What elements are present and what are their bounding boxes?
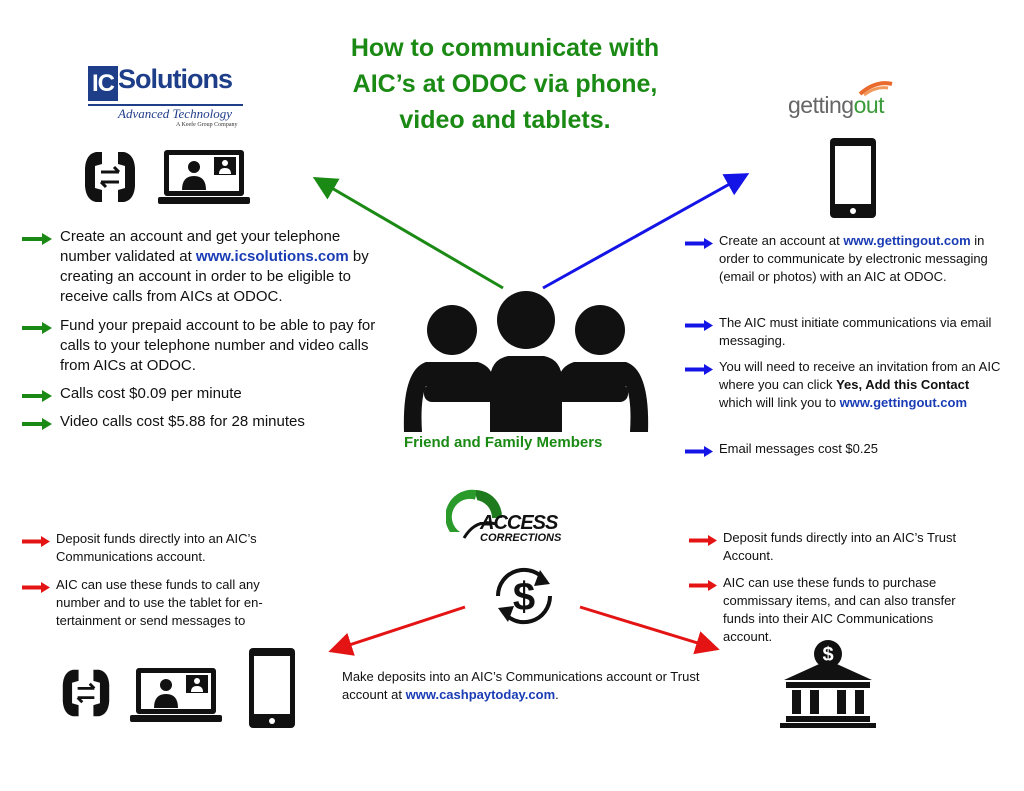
tablet-icon bbox=[249, 648, 295, 728]
icsolutions-logo-box: IC bbox=[88, 66, 118, 101]
trust-bullet-2-text: AIC can use these funds to purchase comm… bbox=[723, 575, 956, 644]
access-logo-line-2: CORRECTIONS bbox=[480, 532, 562, 544]
gettingout-bullet-3-pre: You will need to receive an invitation f… bbox=[719, 359, 1001, 392]
gettingout-link[interactable]: www.gettingout.com bbox=[843, 233, 971, 248]
icsolutions-logo-word: Solutions bbox=[118, 64, 233, 94]
deposit-post: . bbox=[555, 687, 559, 702]
trust-bullet-1: Deposit funds directly into an AIC’s Tru… bbox=[689, 530, 989, 567]
icsolutions-bullet-1-text: Create an account and get your telephone… bbox=[60, 227, 390, 307]
icsolutions-bullet-1: Create an account and get your telephone… bbox=[22, 228, 382, 309]
icsolutions-link[interactable]: www.icsolutions.com bbox=[195, 248, 349, 265]
dollar-cycle-icon: $ bbox=[495, 567, 553, 625]
family-label: Friend and Family Members bbox=[404, 434, 603, 451]
family-group-icon bbox=[403, 291, 649, 432]
tablet-icon bbox=[830, 138, 876, 218]
icsolutions-bullet-4-text: Video calls cost $5.88 for 28 minutes bbox=[60, 413, 305, 430]
gettingout-logo-word: gettingout bbox=[788, 92, 885, 119]
phone-swap-icon bbox=[85, 152, 135, 202]
video-call-laptop-icon bbox=[130, 668, 222, 722]
gettingout-bullet-1: Create an account at www.gettingout.com … bbox=[685, 232, 1005, 306]
communications-bullet-1-text: Deposit funds directly into an AIC’s Com… bbox=[56, 531, 257, 564]
icsolutions-bullet-2: Fund your prepaid account to be able to … bbox=[22, 317, 382, 378]
gettingout-bullet-1-text: Create an account at www.gettingout.com … bbox=[719, 232, 1004, 286]
red-arrow-icon bbox=[689, 580, 717, 591]
icsolutions-logo-rule bbox=[88, 104, 243, 106]
red-arrow-icon bbox=[22, 536, 50, 547]
arrow-to-communications bbox=[328, 605, 466, 656]
gettingout-bullet-1-pre: Create an account at bbox=[719, 233, 844, 248]
title-line-1: How to communicate with bbox=[350, 34, 660, 62]
trust-bullet-1-text: Deposit funds directly into an AIC’s Tru… bbox=[723, 530, 957, 563]
gettingout-logo-out: out bbox=[853, 92, 885, 118]
icsolutions-bullet-3-text: Calls cost $0.09 per minute bbox=[60, 385, 242, 402]
access-logo-line-1: ACCESS bbox=[480, 512, 558, 534]
blue-arrow-icon bbox=[685, 364, 713, 375]
cashpaytoday-link[interactable]: www.cashpaytoday.com bbox=[405, 687, 556, 702]
title-line-2: AIC’s at ODOC via phone, bbox=[352, 70, 658, 98]
blue-arrow-icon bbox=[685, 238, 713, 249]
gettingout-bullet-3-mid: which will link you to bbox=[719, 395, 840, 410]
trust-bullet-2: AIC can use these funds to purchase comm… bbox=[689, 575, 989, 648]
title-line-3: video and tablets. bbox=[399, 106, 611, 134]
gettingout-bullet-3: You will need to receive an invitation f… bbox=[685, 358, 1005, 432]
svg-text:$: $ bbox=[822, 644, 833, 666]
bank-dollar-icon: $ bbox=[780, 640, 876, 728]
deposit-pre: Make deposits into an AIC’s Communicatio… bbox=[342, 669, 700, 702]
blue-arrow-icon bbox=[685, 446, 713, 457]
gettingout-bullet-1-post: in order to communicate by electronic me… bbox=[719, 233, 988, 284]
gettingout-logo: gettingout bbox=[788, 81, 908, 122]
communications-bullet-2-text: AIC can use these funds to call any numb… bbox=[56, 577, 263, 628]
gettingout-bullet-2-text: The AIC must initiate communications via… bbox=[719, 315, 992, 348]
gettingout-link-2[interactable]: www.gettingout.com bbox=[839, 395, 967, 410]
green-arrow-icon bbox=[22, 390, 52, 402]
gettingout-bullet-4: Email messages cost $0.25 bbox=[685, 441, 1005, 460]
icsolutions-bullet-1-pre: Create an account and get your telephone… bbox=[60, 228, 341, 265]
blue-arrow-icon bbox=[685, 320, 713, 331]
phone-swap-icon bbox=[62, 669, 110, 717]
icsolutions-bullet-3: Calls cost $0.09 per minute bbox=[22, 385, 382, 406]
green-arrow-icon bbox=[22, 233, 52, 245]
icsolutions-logo-subtitle: Advanced Technology bbox=[118, 106, 232, 121]
gettingout-bullet-2: The AIC must initiate communications via… bbox=[685, 315, 1005, 352]
gettingout-bullet-3-text: You will need to receive an invitation f… bbox=[719, 358, 1004, 412]
video-call-laptop-icon bbox=[158, 150, 250, 204]
gettingout-bullet-4-text: Email messages cost $0.25 bbox=[719, 441, 878, 456]
icsolutions-bullet-2-text: Fund your prepaid account to be able to … bbox=[60, 317, 376, 374]
green-arrow-icon bbox=[22, 418, 52, 430]
gettingout-logo-getting: getting bbox=[788, 92, 854, 118]
gettingout-swoosh-icon bbox=[858, 81, 893, 96]
deposit-instructions: Make deposits into an AIC’s Communicatio… bbox=[342, 668, 722, 704]
red-arrow-icon bbox=[689, 535, 717, 546]
page-title: How to communicate with AIC’s at ODOC vi… bbox=[290, 30, 720, 138]
communications-bullet-1: Deposit funds directly into an AIC’s Com… bbox=[22, 531, 322, 568]
communications-bullet-2: AIC can use these funds to call any numb… bbox=[22, 577, 322, 632]
add-contact-label: Yes, Add this Contact bbox=[836, 377, 970, 392]
icsolutions-logo: IC Solutions Advanced Technology A Keefe… bbox=[88, 64, 246, 130]
green-arrow-icon bbox=[22, 322, 52, 334]
access-corrections-logo: ACCESS CORRECTIONS bbox=[446, 488, 586, 548]
access-corrections-emblem-icon bbox=[446, 489, 503, 539]
icsolutions-bullet-4: Video calls cost $5.88 for 28 minutes bbox=[22, 413, 382, 434]
svg-text:$: $ bbox=[513, 575, 535, 619]
red-arrow-icon bbox=[22, 582, 50, 593]
icsolutions-logo-tagline: A Keefe Group Company bbox=[176, 122, 238, 128]
icsolutions-bullet-1-post: by creating an account in order to be el… bbox=[60, 248, 369, 305]
